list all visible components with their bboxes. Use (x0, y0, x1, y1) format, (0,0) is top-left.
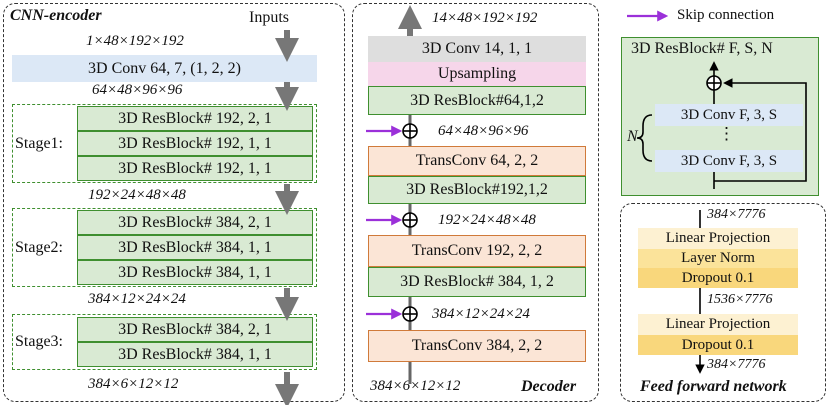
decoder-resblock-top: 3D ResBlock#64,1,2 (368, 86, 586, 115)
ffn-panel (620, 203, 826, 402)
resblock-conv-bottom: 3D Conv F, 3, S (655, 150, 803, 172)
resblock-detail-connectors (636, 61, 807, 189)
ffn-layernorm: Layer Norm (638, 249, 798, 268)
ffn-title: Feed forward network (640, 378, 787, 395)
decoder-dim-skip2: 192×24×48×48 (438, 212, 536, 228)
encoder-dim-input: 1×48×192×192 (86, 33, 184, 49)
encoder-dim-after-stem: 64×48×96×96 (92, 82, 183, 98)
ffn-dim-mid: 1536×7776 (707, 292, 773, 307)
decoder-conv-block: 3D Conv 14, 1, 1 (368, 36, 586, 62)
stage1-label: Stage1: (15, 135, 63, 152)
stage1-block-1: 3D ResBlock# 192, 2, 1 (77, 106, 313, 131)
decoder-dim-skip3: 384×12×24×24 (432, 306, 530, 322)
decoder-resblock-mid: 3D ResBlock#192,1,2 (368, 176, 586, 204)
decoder-resblock-low: 3D ResBlock# 384, 1, 2 (368, 267, 586, 297)
stage2-box (12, 208, 317, 287)
stage1-block-2: 3D ResBlock# 192, 1, 1 (77, 131, 313, 156)
decoder-dim-skip1: 64×48×96×96 (438, 123, 529, 139)
legend-skip-label: Skip connection (677, 7, 775, 23)
adder-icon (402, 212, 418, 228)
ffn-linear-1: Linear Projection (638, 228, 798, 249)
upsampling-block: Upsampling (368, 62, 586, 86)
encoder-title: CNN-encoder (10, 7, 102, 24)
resblock-detail-title: 3D ResBlock# F, S, N (631, 40, 773, 57)
stem-conv-block: 3D Conv 64, 7, (1, 2, 2) (12, 55, 317, 82)
stage3-box (12, 314, 317, 370)
inputs-label: Inputs (249, 9, 289, 26)
encoder-dim-after-stage2: 384×12×24×24 (88, 291, 186, 307)
stage2-block-3: 3D ResBlock# 384, 1, 1 (77, 260, 313, 285)
adder-icon (402, 306, 418, 322)
transconv-192-block: TransConv 192, 2, 2 (368, 235, 586, 267)
ffn-linear-2: Linear Projection (638, 314, 798, 335)
skip-connection-arrows (366, 125, 403, 320)
adder-icon (402, 123, 418, 139)
stage2-label: Stage2: (15, 239, 63, 256)
decoder-title: Decoder (521, 378, 577, 395)
decoder-dim-output: 14×48×192×192 (432, 10, 538, 26)
adder-icon (706, 75, 722, 91)
stage3-block-1: 3D ResBlock# 384, 2, 1 (77, 317, 313, 342)
ffn-dim-out: 384×7776 (707, 357, 766, 372)
ffn-dim-in: 384×7776 (707, 207, 766, 222)
stage1-block-3: 3D ResBlock# 192, 1, 1 (77, 156, 313, 181)
stage2-block-2: 3D ResBlock# 384, 1, 1 (77, 235, 313, 260)
encoder-panel (3, 3, 345, 402)
stage2-block-1: 3D ResBlock# 384, 2, 1 (77, 210, 313, 235)
transconv-64-block: TransConv 64, 2, 2 (368, 146, 586, 176)
resblock-n-label: N (627, 128, 638, 145)
ffn-dropout-2: Dropout 0.1 (638, 335, 798, 355)
ffn-dropout-1: Dropout 0.1 (638, 268, 798, 288)
stage3-label: Stage3: (15, 333, 63, 350)
decoder-panel (352, 3, 599, 402)
encoder-dim-output: 384×6×12×12 (88, 376, 179, 392)
stage3-block-2: 3D ResBlock# 384, 1, 1 (77, 342, 313, 367)
decoder-dim-input: 384×6×12×12 (370, 378, 461, 394)
stage1-box (12, 104, 317, 183)
encoder-dim-after-stage1: 192×24×48×48 (88, 187, 186, 203)
resblock-conv-top: 3D Conv F, 3, S (655, 104, 803, 126)
transconv-384-block: TransConv 384, 2, 2 (368, 330, 586, 362)
resblock-dots: ⋮ (718, 124, 735, 143)
